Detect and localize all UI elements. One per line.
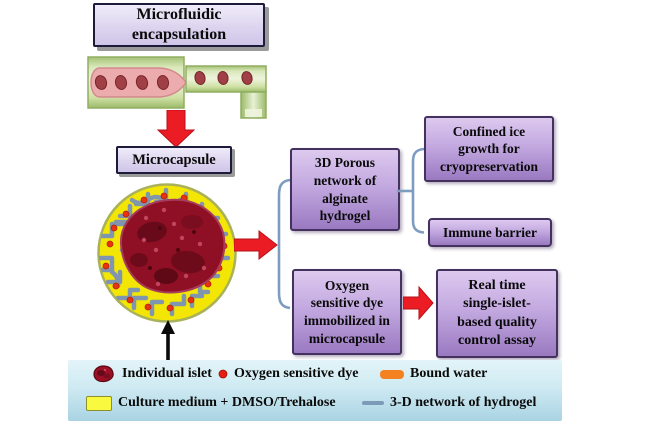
connector-bracket-capsule [277,178,291,310]
islet-texture [130,207,207,287]
legend-hydrogel-network: 3-D network of hydrogel [362,395,536,411]
legend: Individual islet Oxygen sensitive dye Bo… [68,360,562,421]
legend-bound-water: Bound water [380,366,487,382]
legend-culture-medium: Culture medium + DMSO/Trehalose [86,395,336,411]
arrow-up-icon [161,320,175,360]
islet-icon [93,365,114,383]
oxygen-dye-box: Oxygen sensitive dye immobilized in micr… [292,269,402,355]
confined-ice-box: Confined ice growth for cryopreservation [424,116,554,182]
dye-dot-icon [218,369,228,379]
legend-label: Oxygen sensitive dye [234,366,359,381]
real-time-assay-box: Real time single-islet- based quality co… [436,269,558,358]
legend-label: Culture medium + DMSO/Trehalose [118,395,336,410]
islets-in-tube [94,75,170,90]
porous-network-box: 3D Porous network of alginate hydrogel [290,148,400,231]
legend-oxygen-dye: Oxygen sensitive dye [218,366,358,382]
legend-label: Bound water [410,366,488,381]
legend-label: Individual islet [122,366,212,381]
connector-bracket-porous [397,147,425,234]
immune-barrier-box: Immune barrier [428,218,552,247]
microfluidic-channel-illustration [87,56,267,119]
microcapsule-box: Microcapsule [116,146,232,174]
microcapsule-illustration [97,183,237,323]
encapsulated-droplets [194,71,253,85]
channel-outlet [245,109,262,117]
microfluidic-encapsulation-box: Microfluidic encapsulation [93,3,265,47]
arrow-right-icon [403,286,434,320]
culture-medium-icon [86,395,112,411]
legend-label: 3-D network of hydrogel [390,395,537,410]
arrow-right-icon [234,230,278,260]
bound-water-icon [380,369,404,379]
arrow-down-icon [157,110,195,148]
network-line-icon [362,401,384,405]
legend-individual-islet: Individual islet [90,364,212,384]
